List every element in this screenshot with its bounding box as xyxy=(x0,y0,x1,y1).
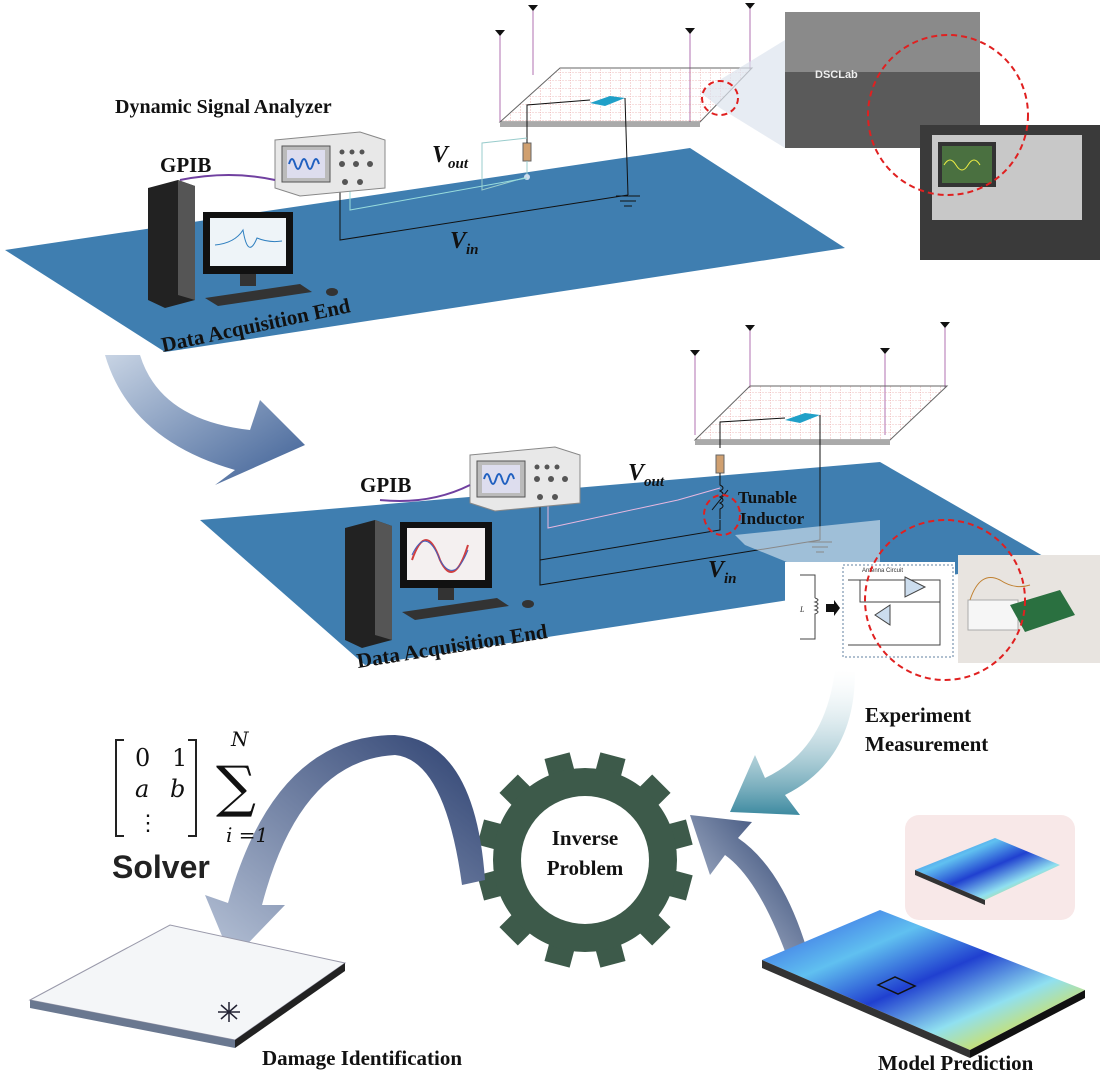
highlight-circle-plate xyxy=(701,80,739,116)
model-prediction-plate xyxy=(762,910,1085,1058)
resistor-icon xyxy=(522,142,532,162)
analyzer-label: Dynamic Signal Analyzer xyxy=(115,96,332,118)
signal-analyzer xyxy=(469,446,581,512)
signal-analyzer xyxy=(274,131,386,197)
computer xyxy=(345,520,534,648)
solver-equation: 0 1 a b ⋮ N ∑ i =1 xyxy=(115,727,268,847)
highlight-circle-inductor xyxy=(703,494,741,536)
lab-photo: DSCLab xyxy=(700,12,1100,260)
flow-arrow-model xyxy=(690,815,810,965)
flow-arrow-solver xyxy=(205,735,485,960)
sum-symbol: ∑ xyxy=(216,755,256,820)
lab-logo: DSCLab xyxy=(815,69,858,81)
vout-label-middle: Vout xyxy=(628,460,665,490)
sum-lower: i =1 xyxy=(226,823,268,847)
sum-upper: N xyxy=(230,727,250,751)
tunable-inductor-icon xyxy=(711,473,729,519)
vin-label-middle: Vin xyxy=(708,557,737,587)
highlight-circle-circuit xyxy=(864,519,1026,681)
damage-mark-icon xyxy=(218,1002,240,1022)
solver-label: Solver xyxy=(112,849,210,885)
floor-top xyxy=(5,148,845,352)
flow-arrow-measurement xyxy=(730,670,855,815)
highlight-circle-photo xyxy=(867,34,1029,196)
gear-icon xyxy=(477,752,693,968)
circuit-schematic: Antenna Circuit L xyxy=(785,562,955,660)
model-label: Model Prediction xyxy=(878,1051,1034,1075)
vout-label-top: Vout xyxy=(432,142,469,172)
resistor-icon xyxy=(715,454,725,474)
circuit-inductor-label: L xyxy=(799,605,805,614)
gpib-label-top: GPIB xyxy=(160,153,211,177)
flow-arrow-1 xyxy=(105,355,305,485)
matrix-cell: 1 xyxy=(172,744,187,772)
matrix-cell: b xyxy=(170,775,185,803)
circuit-title: Antenna Circuit xyxy=(862,568,903,574)
vin-label-top: Vin xyxy=(450,228,479,258)
matrix-cell: a xyxy=(135,775,149,803)
gpib-label-middle: GPIB xyxy=(360,473,411,497)
model-prediction-inset xyxy=(905,815,1075,920)
suspended-plate-middle xyxy=(690,322,950,553)
matrix-cell: 0 xyxy=(135,744,150,772)
damage-plate xyxy=(28,924,347,1048)
circuit-photo xyxy=(958,555,1100,663)
damage-label: Damage Identification xyxy=(262,1046,462,1070)
matrix-cell: ⋮ xyxy=(137,811,159,836)
computer xyxy=(148,180,338,308)
